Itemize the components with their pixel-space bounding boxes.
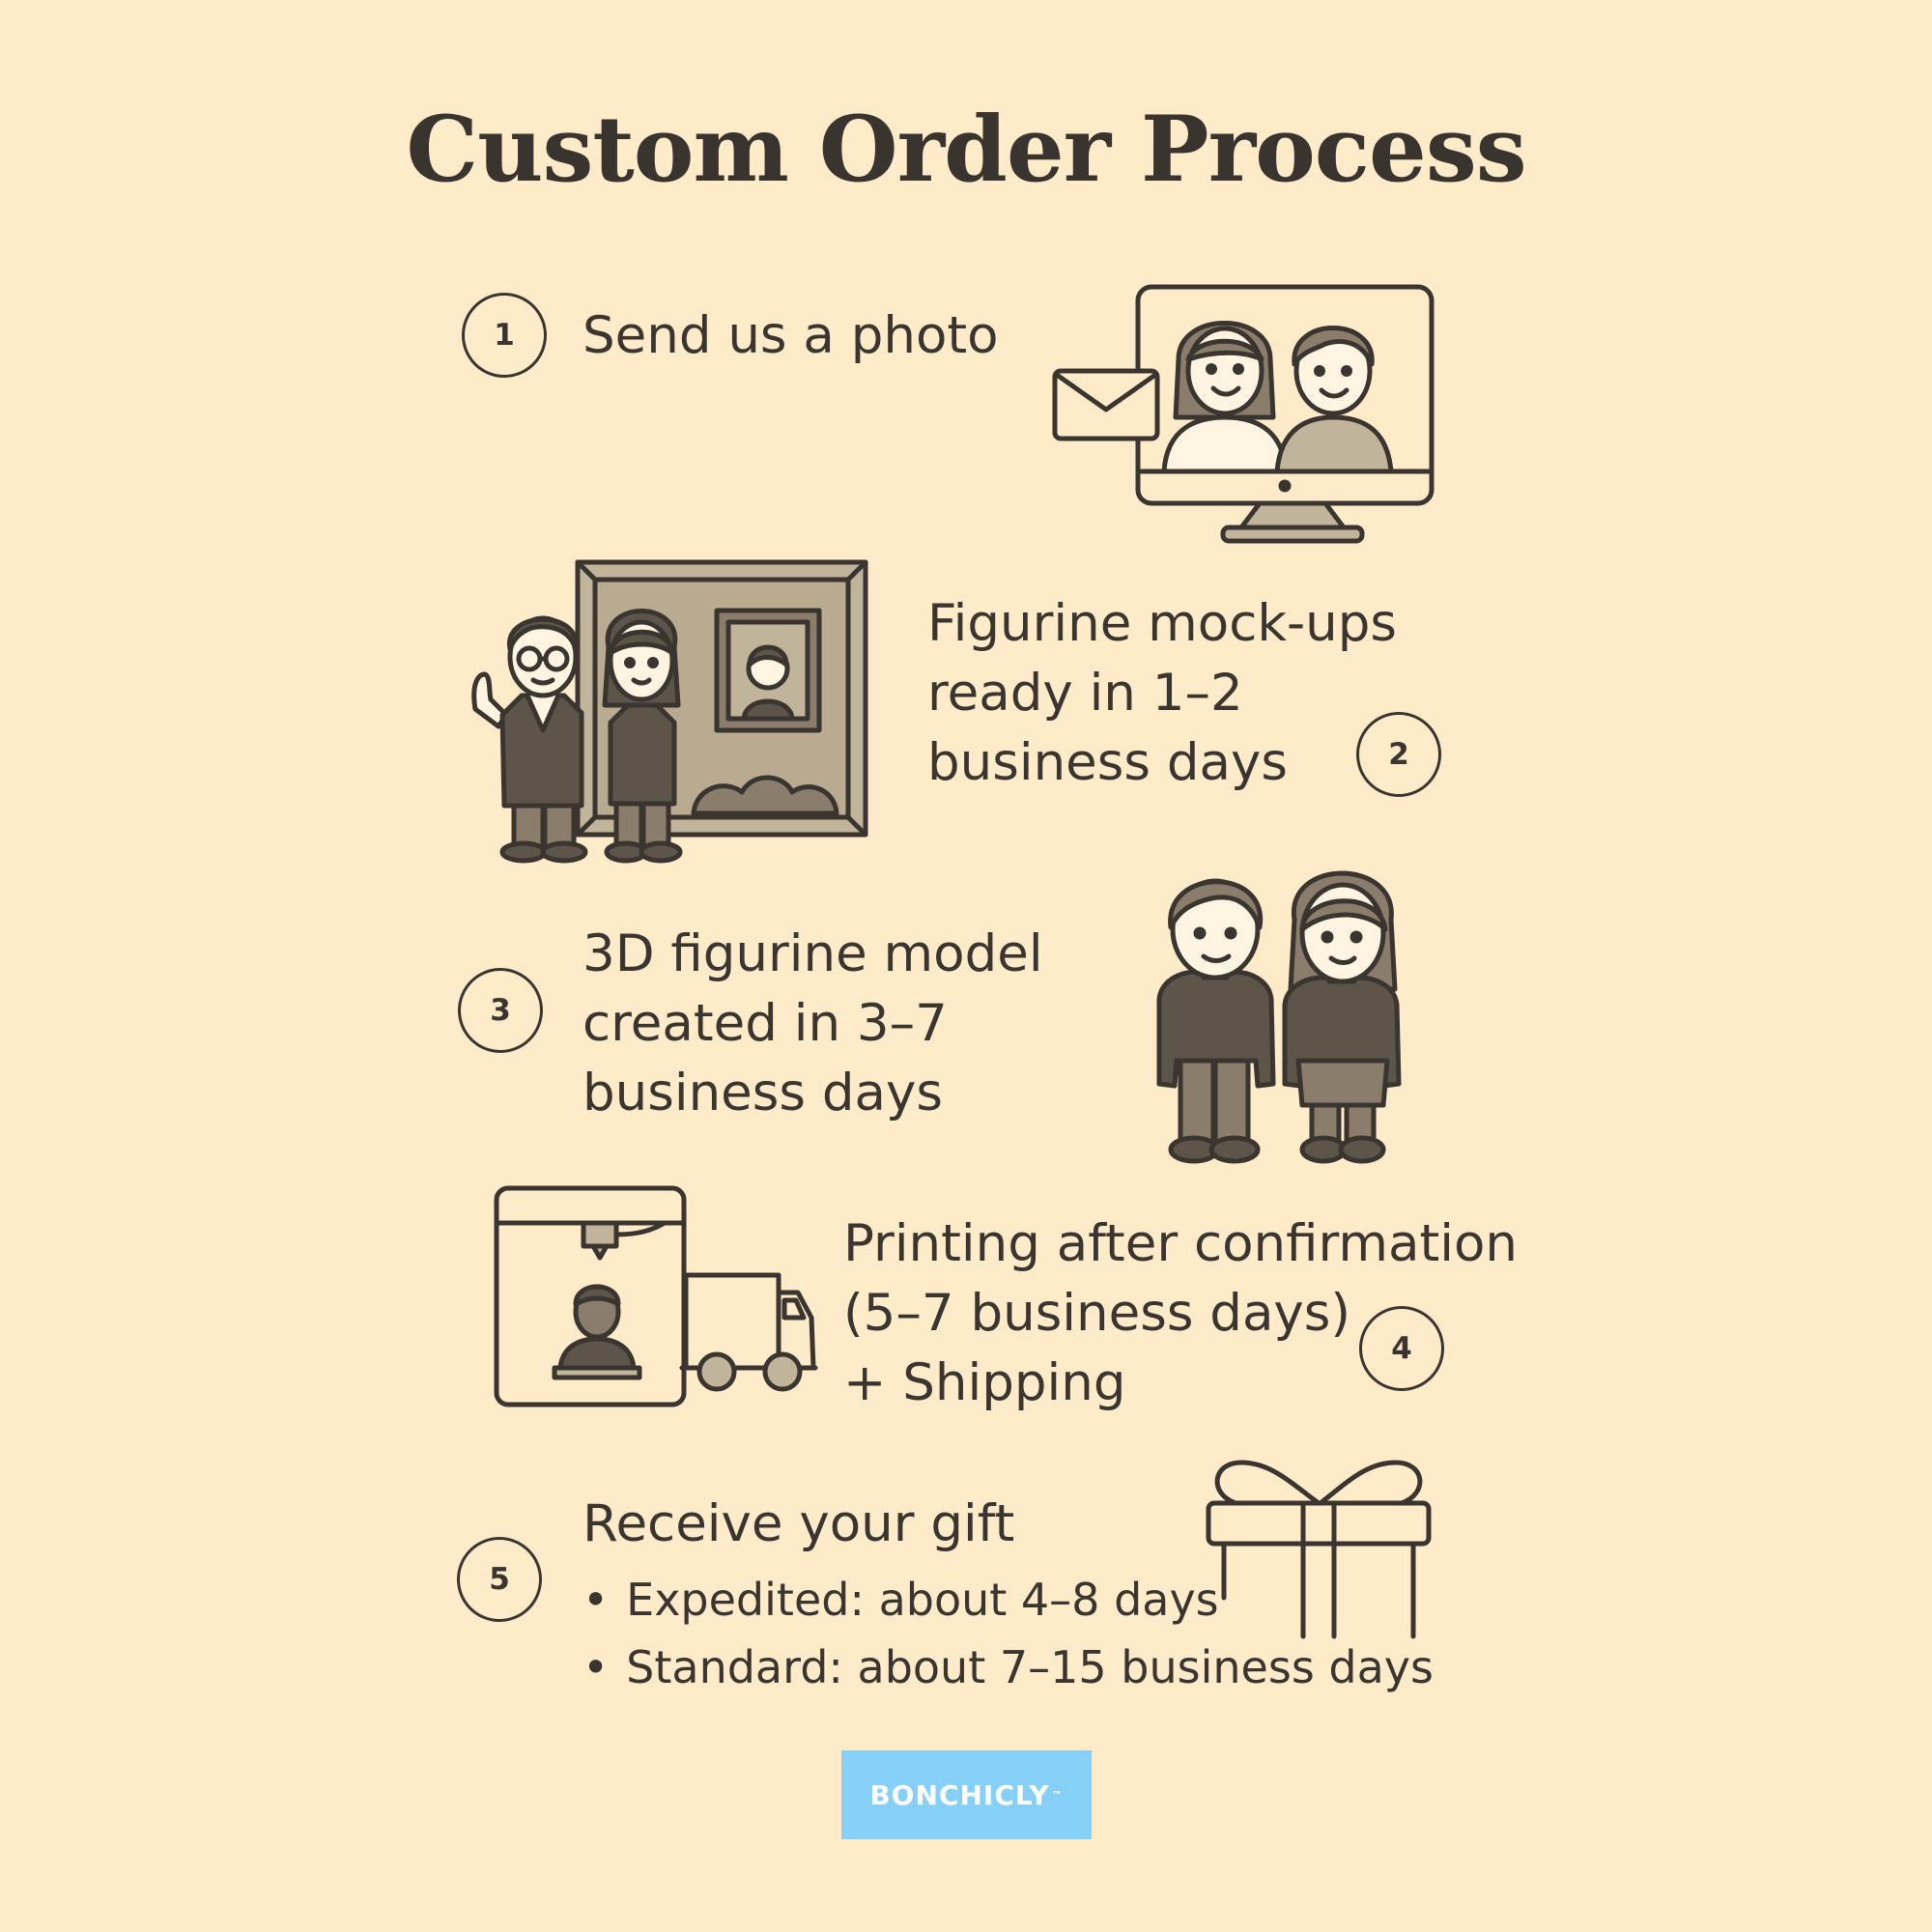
3d-printer-truck-icon — [494, 1185, 818, 1407]
step-4-line-2: (5–7 business days) — [843, 1284, 1351, 1343]
step-5-number-badge: 5 — [457, 1537, 542, 1622]
gift-box-icon — [1206, 1460, 1432, 1639]
step-4-number-badge: 4 — [1359, 1306, 1444, 1391]
step-2-line-2: ready in 1–2 — [927, 664, 1243, 723]
figurines-with-frame-icon — [471, 559, 868, 864]
step-5-text: Receive your gift — [582, 1490, 1014, 1559]
page-title: Custom Order Process — [406, 97, 1526, 203]
step-5-bullet-expedited: Expedited: about 4–8 days — [582, 1567, 1219, 1633]
step-3-number-badge: 3 — [458, 968, 543, 1053]
step-3-line-2: created in 3–7 — [582, 994, 948, 1053]
step-2-line-1: Figurine mock-ups — [927, 594, 1398, 653]
step-4-line-1: Printing after confirmation — [843, 1214, 1518, 1273]
step-5-line-1: Receive your gift — [582, 1494, 1015, 1553]
step-4-text: Printing after confirmation (5–7 busines… — [843, 1209, 1518, 1418]
step-1-line-1: Send us a photo — [582, 306, 999, 365]
step-3-line-1: 3D figurine model — [582, 924, 1043, 983]
couple-figurine-icon — [1156, 870, 1402, 1164]
step-1-number-badge: 1 — [462, 293, 547, 378]
step-3-line-3: business days — [582, 1064, 943, 1122]
step-5-bullet-standard: Standard: about 7–15 business days — [582, 1634, 1434, 1700]
step-2-number-badge: 2 — [1356, 712, 1441, 797]
monitor-photo-email-icon — [1052, 284, 1435, 544]
step-4-line-3: + Shipping — [843, 1353, 1126, 1412]
step-3-text: 3D figurine model created in 3–7 busines… — [582, 920, 1043, 1128]
step-2-line-3: business days — [927, 733, 1288, 792]
step-1-text: Send us a photo — [582, 301, 999, 371]
step-2-text: Figurine mock-ups ready in 1–2 business … — [927, 589, 1397, 798]
